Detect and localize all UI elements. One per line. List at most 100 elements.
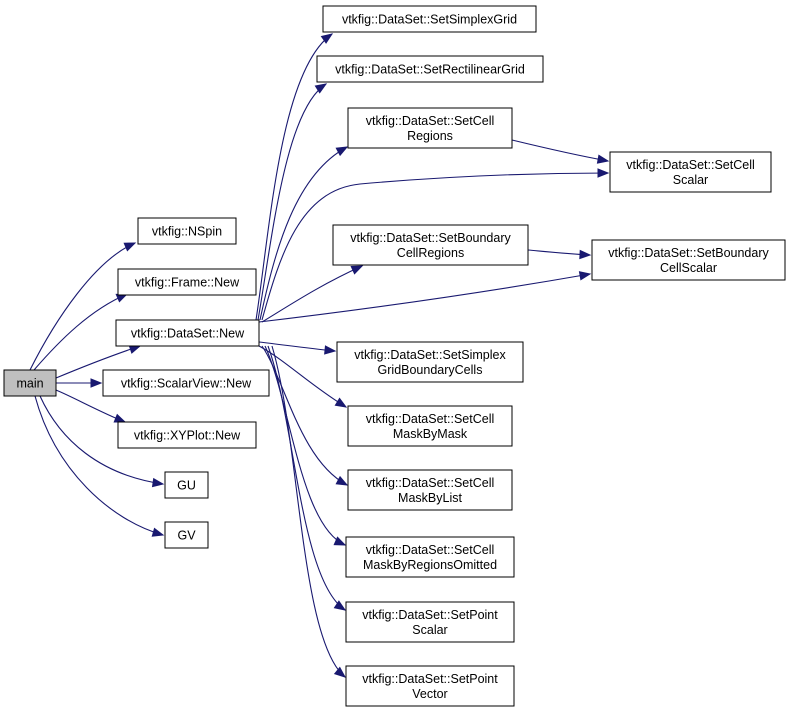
node-label: Regions	[407, 129, 453, 143]
arrowhead-icon	[596, 154, 610, 164]
node-label: vtkfig::DataSet::SetSimplexGrid	[342, 13, 517, 27]
node-box[interactable]	[117, 421, 257, 449]
node-gu[interactable]: GU	[164, 471, 209, 499]
node-label: vtkfig::DataSet::SetCell	[366, 114, 495, 128]
edge-line	[261, 345, 348, 486]
node-nspin[interactable]: vtkfig::NSpin	[137, 217, 237, 245]
arrowhead-icon	[151, 527, 165, 537]
node-gv[interactable]: GV	[164, 521, 209, 549]
node-dataset-new[interactable]: vtkfig::DataSet::New	[115, 319, 260, 347]
edge-dataset_new-to-set_cell_regions	[259, 146, 349, 321]
node-xyplot-new[interactable]: vtkfig::XYPlot::New	[117, 421, 257, 449]
edge-line	[271, 345, 346, 678]
edge-dataset_new-to-set_rectilinear_grid	[257, 83, 328, 321]
node-box[interactable]	[345, 536, 515, 578]
node-label: vtkfig::DataSet::SetBoundary	[608, 246, 769, 260]
edge-dataset_new-to-set_point_scalar	[267, 345, 347, 611]
node-box[interactable]	[164, 471, 209, 499]
arrowhead-icon	[314, 83, 328, 94]
edge-dataset_new-to-set_simplex_grid	[255, 33, 334, 321]
edge-dataset_new-to-set_point_vector	[271, 345, 347, 678]
node-box[interactable]	[347, 469, 513, 511]
node-label: vtkfig::DataSet::SetSimplex	[354, 348, 506, 362]
edge-set_boundary_cell_regions-to-set_boundary_cell_scalar	[527, 249, 592, 260]
node-label: Vector	[412, 687, 447, 701]
node-label: Scalar	[673, 173, 708, 187]
node-set-simplex-grid-boundary-cells[interactable]: vtkfig::DataSet::SetSimplexGridBoundaryC…	[336, 341, 524, 383]
node-box[interactable]	[591, 239, 786, 281]
edge-dataset_new-to-set_boundary_cell_regions	[261, 265, 364, 323]
node-main[interactable]: main	[3, 369, 57, 397]
node-label: MaskByMask	[393, 427, 468, 441]
node-box[interactable]	[316, 55, 544, 83]
node-label: vtkfig::DataSet::SetRectilinearGrid	[335, 63, 525, 77]
edge-dataset_new-to-set_boundary_cell_scalar	[258, 271, 592, 323]
node-set-rectilinear-grid[interactable]: vtkfig::DataSet::SetRectilinearGrid	[316, 55, 544, 83]
edge-line	[258, 341, 336, 352]
edge-line	[261, 265, 363, 323]
node-box[interactable]	[347, 107, 513, 149]
node-set-cell-mask-by-regions-omitted[interactable]: vtkfig::DataSet::SetCellMaskByRegionsOmi…	[345, 536, 515, 578]
edge-main-to-scalarview_new	[56, 378, 103, 388]
node-box[interactable]	[336, 341, 524, 383]
node-box[interactable]	[609, 151, 772, 193]
node-label: GridBoundaryCells	[378, 363, 483, 377]
arrowhead-icon	[320, 33, 334, 44]
node-label: vtkfig::ScalarView::New	[121, 377, 252, 391]
edge-main-to-frame_new	[33, 293, 129, 371]
node-box[interactable]	[164, 521, 209, 549]
nodes-layer: mainvtkfig::NSpinvtkfig::Frame::Newvtkfi…	[3, 5, 786, 707]
edge-line	[257, 83, 327, 321]
node-set-simplex-grid[interactable]: vtkfig::DataSet::SetSimplexGrid	[322, 5, 537, 33]
arrowhead-icon	[128, 344, 142, 354]
node-label: vtkfig::DataSet::SetCell	[366, 543, 495, 557]
node-label: Scalar	[412, 623, 447, 637]
edge-line	[267, 345, 346, 611]
node-label: vtkfig::NSpin	[152, 225, 222, 239]
node-box[interactable]	[345, 601, 515, 643]
node-box[interactable]	[322, 5, 537, 33]
node-box[interactable]	[115, 319, 260, 347]
node-scalarview-new[interactable]: vtkfig::ScalarView::New	[102, 369, 270, 397]
edge-main-to-gv	[34, 395, 165, 537]
node-label: vtkfig::Frame::New	[135, 276, 240, 290]
node-box[interactable]	[102, 369, 270, 397]
node-label: vtkfig::DataSet::SetCell	[366, 412, 495, 426]
edge-line	[264, 345, 346, 546]
arrowhead-icon	[123, 242, 137, 252]
node-box[interactable]	[345, 665, 515, 707]
node-frame-new[interactable]: vtkfig::Frame::New	[117, 268, 257, 296]
edge-dataset_new-to-set_cell_scalar	[261, 168, 610, 321]
node-box[interactable]	[347, 405, 513, 447]
edge-line	[33, 293, 128, 371]
edge-dataset_new-to-set_cell_mask_by_mask	[258, 345, 348, 408]
arrowhead-icon	[579, 249, 592, 260]
edge-line	[259, 146, 348, 321]
node-label: vtkfig::DataSet::New	[131, 327, 245, 341]
node-box[interactable]	[137, 217, 237, 245]
edge-dataset_new-to-set_cell_mask_by_list	[261, 345, 349, 486]
edge-dataset_new-to-set_cell_mask_by_regions_omitted	[264, 345, 347, 546]
arrowhead-icon	[333, 536, 347, 546]
node-box[interactable]	[332, 224, 529, 266]
arrowhead-icon	[333, 666, 347, 678]
arrowhead-icon	[334, 397, 348, 408]
node-label: vtkfig::DataSet::SetCell	[366, 476, 495, 490]
node-box[interactable]	[117, 268, 257, 296]
node-label: vtkfig::DataSet::SetPoint	[362, 672, 498, 686]
node-label: CellRegions	[397, 246, 464, 260]
arrowhead-icon	[90, 378, 103, 388]
edge-line	[261, 172, 609, 321]
node-box[interactable]	[3, 369, 57, 397]
arrowhead-icon	[335, 146, 349, 157]
node-label: vtkfig::DataSet::SetCell	[626, 158, 755, 172]
